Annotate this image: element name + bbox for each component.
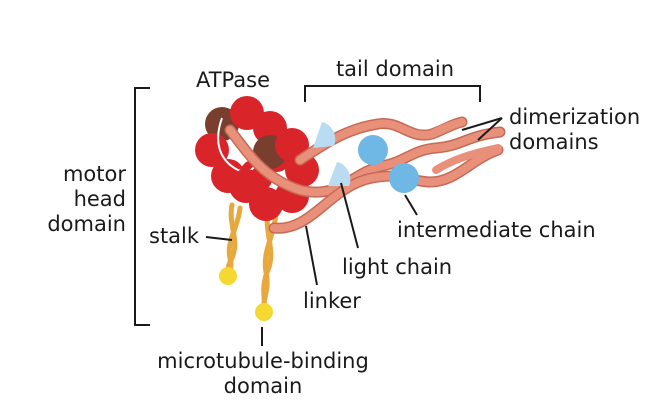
tail-domain-bracket xyxy=(304,85,481,102)
dimerization-leader-2 xyxy=(477,117,503,141)
dimerization-upper xyxy=(428,118,466,138)
stalk-label: stalk xyxy=(149,224,200,248)
dimerization-label-line1: dimerization xyxy=(509,105,641,129)
motor-label-line2: head xyxy=(73,187,126,211)
microtubule-binding-domain-label: microtubule-binding domain xyxy=(132,349,394,399)
dimerization-domains-label: dimerization domains xyxy=(509,105,650,155)
microtubule-binding-head-1 xyxy=(219,267,237,285)
intermediate-chain-label: intermediate chain xyxy=(397,218,596,242)
dimerization-lower xyxy=(432,144,502,174)
microtubule-binding-head-2 xyxy=(255,303,273,321)
heavy-chain-tails xyxy=(224,116,506,234)
stalk-leader xyxy=(205,236,233,241)
intermediate-chains xyxy=(358,135,419,193)
tail-domain-label: tail domain xyxy=(335,57,455,81)
light-chain-leader xyxy=(340,182,359,249)
dimerization-leader-1 xyxy=(461,117,503,131)
dimerization-label-line2: domains xyxy=(509,130,599,154)
motor-head-1 xyxy=(195,96,293,193)
light-chains xyxy=(313,122,351,186)
microtubule-label-line1: microtubule-binding xyxy=(157,349,369,373)
motor-head-domain-label: motor head domain xyxy=(22,162,126,237)
linker-label: linker xyxy=(303,289,361,313)
intermediate-chain-leader xyxy=(404,194,418,216)
atpase-label: ATPase xyxy=(195,68,270,92)
leader-lines xyxy=(205,117,503,346)
motor-label-line3: domain xyxy=(47,212,126,236)
motor-label-line1: motor xyxy=(62,162,126,186)
linker-leader xyxy=(305,225,318,286)
light-chain-label: light chain xyxy=(342,255,453,279)
microtubule-label-line2: domain xyxy=(223,374,303,398)
motor-head-bracket xyxy=(134,87,150,326)
